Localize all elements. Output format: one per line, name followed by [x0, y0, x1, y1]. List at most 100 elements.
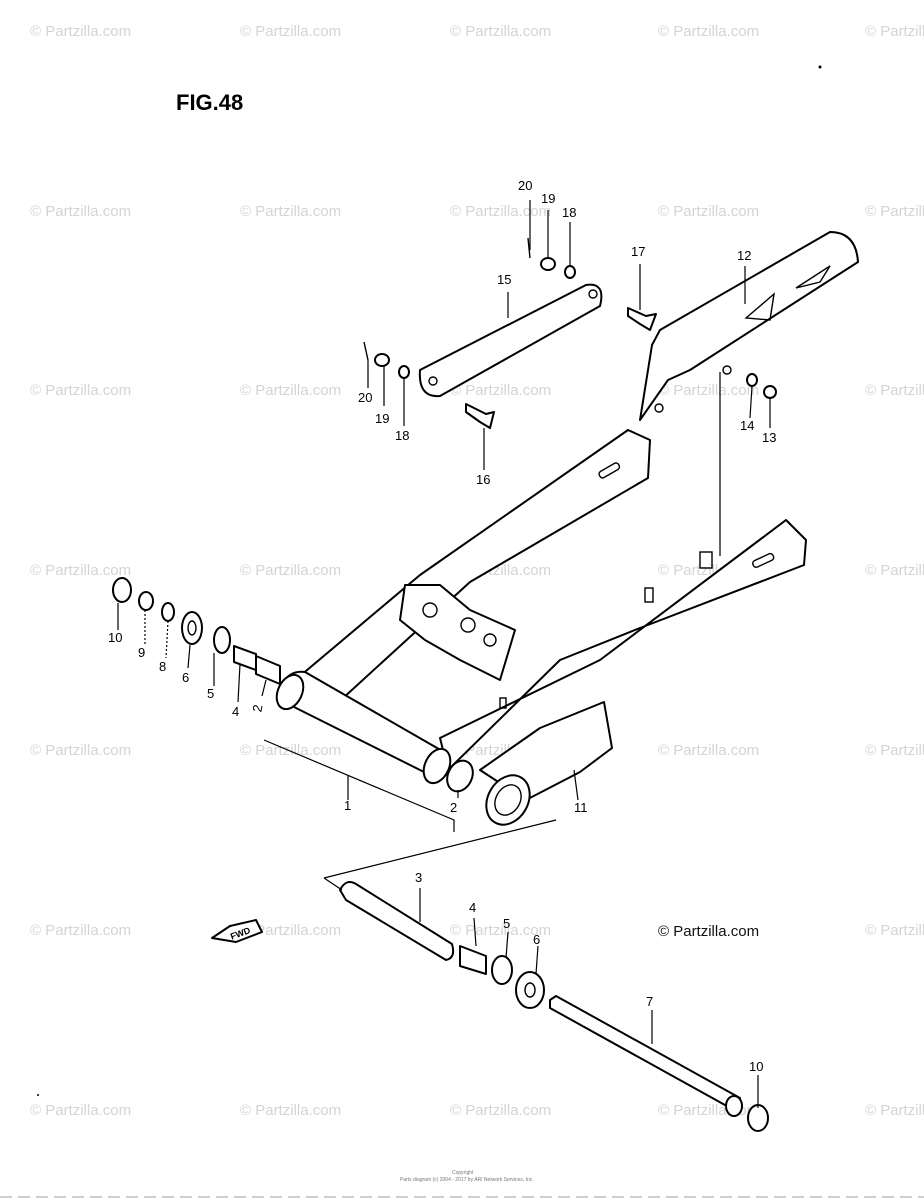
hardware: [363, 237, 777, 429]
callout-11: 11: [574, 800, 588, 815]
torque-link: [418, 283, 603, 398]
watermark: © Partzilla.com: [450, 382, 551, 399]
spacer-4: [233, 645, 257, 671]
swingarm-right-arm: [439, 519, 807, 771]
seal-6-inner: [524, 982, 536, 998]
direction-marker: FWD: [211, 919, 263, 943]
callout-10: 10: [749, 1059, 763, 1074]
arm-bracket: [499, 697, 507, 709]
watermark: © Partzilla.com: [865, 23, 924, 40]
callout-7: 7: [646, 994, 653, 1009]
swingarm-left-arm: [299, 429, 651, 711]
watermark: © Partzilla.com: [30, 1102, 131, 1119]
watermark: © Partzilla.com: [30, 922, 131, 939]
torque-link-hole: [428, 376, 438, 386]
watermark: © Partzilla.com: [240, 562, 341, 579]
watermark: © Partzilla.com: [30, 203, 131, 220]
callout-3: 3: [415, 870, 422, 885]
adjuster-ring-inner: [494, 784, 522, 816]
callout-16: 16: [476, 472, 490, 487]
spacer-4: [459, 945, 487, 975]
swingarm-assembly: [275, 429, 807, 785]
callout-14: 14: [740, 418, 754, 433]
watermark: © Partzilla.com: [30, 562, 131, 579]
bolt-16: [465, 403, 495, 429]
torque-link-body: [418, 283, 603, 398]
callout-18: 18: [395, 428, 409, 443]
washer-14: [746, 373, 758, 387]
callout-6: 6: [533, 932, 540, 947]
chain-case-hole: [722, 365, 732, 375]
watermark: © Partzilla.com: [658, 203, 759, 220]
watermark-grid: © Partzilla.com © Partzilla.com © Partzi…: [30, 23, 924, 1119]
washer-5: [213, 626, 231, 654]
cotter-pin-20: [363, 341, 369, 361]
watermark: © Partzilla.com: [865, 922, 924, 939]
footer-line-1: Copyright: [452, 1170, 474, 1176]
chain-case-vent: [744, 292, 775, 321]
callout-5: 5: [503, 916, 510, 931]
footer-line-2: Parts diagram (c) 2004 - 2017 by ARI Net…: [400, 1177, 534, 1183]
nut-9: [138, 591, 154, 611]
pivot-shaft-7: [549, 995, 741, 1111]
left-pivot-parts: [112, 577, 281, 685]
watermark: © Partzilla.com: [240, 23, 341, 40]
brace-hole: [483, 633, 497, 647]
chain-adjuster: [479, 701, 613, 826]
nut-19: [374, 353, 390, 367]
arm-bracket: [699, 551, 713, 569]
bolt-17: [627, 307, 657, 331]
watermark: © Partzilla.com: [658, 23, 759, 40]
pivot-sleeve-3: [339, 881, 455, 961]
watermark: © Partzilla.com: [240, 382, 341, 399]
arm-slot: [598, 462, 621, 479]
watermark: © Partzilla.com: [240, 203, 341, 220]
watermark: © Partzilla.com: [240, 1102, 341, 1119]
watermark: © Partzilla.com: [450, 203, 551, 220]
watermark: © Partzilla.com: [30, 382, 131, 399]
watermark: © Partzilla.com: [658, 1102, 759, 1119]
callout-2: 2: [249, 703, 265, 713]
watermark: © Partzilla.com: [865, 1102, 924, 1119]
shaft-head: [725, 1095, 743, 1117]
callouts: 1 2 2 3 4 4 5 5 6 6 7 8 9 10 10 11 12 13…: [108, 178, 776, 1074]
nut-19: [540, 257, 556, 271]
brace-hole: [422, 602, 438, 618]
oil-seal-10: [747, 1104, 769, 1132]
callout-4: 4: [232, 704, 239, 719]
swingarm-pivot-tube: [280, 670, 447, 779]
callout-8: 8: [159, 659, 166, 674]
chain-case-hole: [654, 403, 664, 413]
callout-5: 5: [207, 686, 214, 701]
speck: [37, 1094, 39, 1096]
callout-13: 13: [762, 430, 776, 445]
bearing-2: [446, 759, 474, 793]
watermark: © Partzilla.com: [450, 1102, 551, 1119]
watermark: © Partzilla.com: [658, 742, 759, 759]
seal-6: [515, 971, 545, 1009]
callout-20: 20: [358, 390, 372, 405]
callout-20: 20: [518, 178, 532, 193]
callout-9: 9: [138, 645, 145, 660]
leader-lines: [117, 200, 771, 1108]
watermark: © Partzilla.com: [30, 742, 131, 759]
washer-8: [161, 602, 175, 622]
chain-case: [639, 231, 859, 421]
watermark: © Partzilla.com: [240, 922, 341, 939]
watermark: © Partzilla.com: [240, 742, 341, 759]
callout-18: 18: [562, 205, 576, 220]
washer-18: [398, 365, 410, 379]
watermark: © Partzilla.com: [658, 382, 759, 399]
washer-18: [564, 265, 576, 279]
callout-15: 15: [497, 272, 511, 287]
chain-case-vent: [795, 265, 831, 289]
pivot-tube-left-end: [275, 673, 305, 711]
seal-6-inner: [187, 620, 197, 636]
oil-seal-10: [112, 577, 132, 603]
watermark: © Partzilla.com: [865, 742, 924, 759]
chain-case-body: [639, 231, 859, 421]
washer-5: [491, 955, 513, 985]
brace-hole: [460, 617, 476, 633]
callout-6: 6: [182, 670, 189, 685]
